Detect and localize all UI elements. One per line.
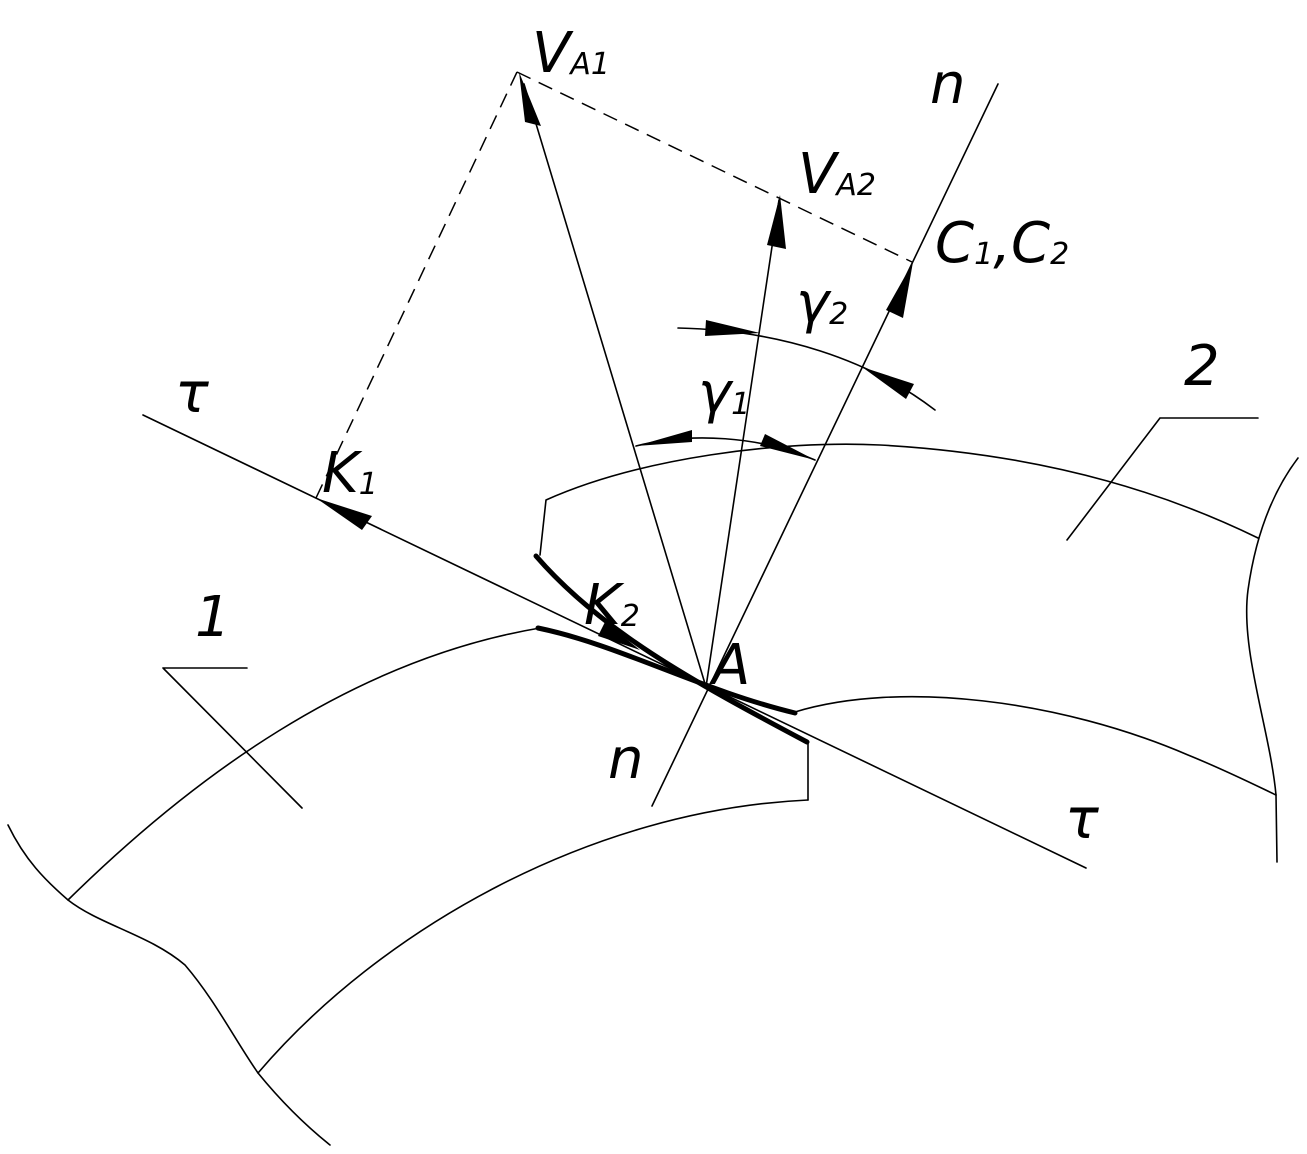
label-gamma2: γ2 (796, 271, 848, 336)
gear-1-root-edge (7, 824, 331, 1146)
dashed-line-va1-to-k1 (315, 71, 518, 499)
label-va2: VA2 (798, 142, 876, 207)
arrowhead-va1 (519, 72, 541, 126)
label-n-top: n (930, 52, 966, 117)
arrowhead-gamma1-right (760, 434, 815, 460)
gear-1-inner-arc (257, 799, 809, 1074)
gear-1-label-leader (162, 667, 303, 809)
gear-2-label-leader (1066, 417, 1259, 541)
label-c1-c2: C1,C2 (935, 211, 1069, 276)
gear-2-tooth-outline (539, 443, 1259, 556)
gear-1 (7, 627, 809, 1146)
velocity-vector-va1 (523, 83, 707, 688)
label-tau-left: τ (175, 361, 209, 426)
arrowhead-normal-c (886, 262, 913, 318)
gear-2 (539, 417, 1299, 863)
arrowhead-gamma2-right (862, 367, 914, 399)
label-va1: VA1 (532, 21, 610, 86)
gear-1-outer-arc (67, 627, 541, 901)
label-k2: K2 (584, 573, 640, 638)
label-a: A (709, 633, 750, 698)
tooth-profile-gear-1 (535, 625, 798, 716)
label-gear-2: 2 (1184, 334, 1220, 399)
arrowhead-k1 (316, 498, 372, 530)
arrowhead-va2 (767, 195, 786, 249)
label-tau-right: τ (1065, 787, 1099, 852)
gear-2-lower-flank (794, 695, 1277, 796)
label-gear-1: 1 (195, 585, 231, 650)
velocity-vector-va2 (705, 199, 780, 688)
label-gamma1: γ1 (698, 361, 750, 426)
label-n-bottom: n (608, 727, 644, 792)
label-k1: K1 (322, 441, 378, 506)
dashed-line-va1-to-c (516, 71, 913, 263)
gear-2-root-edge (1245, 457, 1299, 863)
arrowhead-k2 (598, 622, 640, 650)
arrowhead-gamma1-left (636, 430, 692, 446)
arrowhead-gamma2-left (705, 320, 760, 336)
tooth-profile-gear-2 (533, 553, 810, 745)
